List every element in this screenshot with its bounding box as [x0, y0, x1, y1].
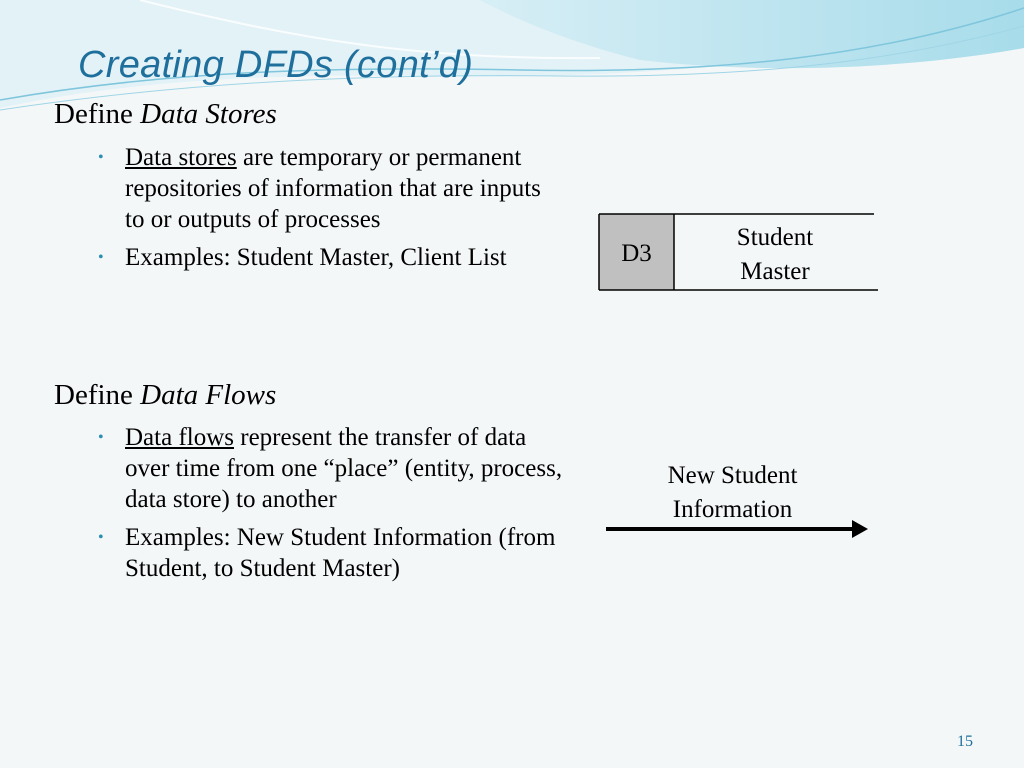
data-store-id: D3	[621, 240, 652, 267]
heading-emphasis: Data Stores	[140, 98, 277, 130]
data-store-name: Student Master	[680, 221, 870, 289]
data-store-name-line: Master	[740, 258, 810, 285]
data-flow-label: New Student Information	[620, 459, 845, 527]
bullet-list-data-stores: • Data stores are temporary or permanent …	[98, 142, 565, 280]
bullet-dot-icon: •	[98, 249, 104, 266]
page-number: 15	[957, 733, 973, 750]
data-store-id-box	[599, 214, 674, 290]
bullet-item: • Examples: New Student Information (from…	[98, 522, 565, 584]
bullet-term: Data stores	[125, 144, 237, 171]
bullet-item: • Data flows represent the transfer of da…	[98, 422, 565, 515]
bullet-dot-icon: •	[98, 149, 104, 166]
slide-title: Creating DFDs (cont’d)	[78, 44, 474, 86]
header-wave-decoration	[0, 0, 1024, 111]
bullet-text: Examples: Student Master, Client List	[125, 244, 507, 271]
heading-emphasis: Data Flows	[140, 379, 277, 411]
bullet-dot-icon: •	[98, 429, 104, 446]
bullet-term: Data flows	[125, 424, 234, 451]
bullet-text: represent the transfer of data over time…	[125, 424, 563, 513]
bullet-item: • Data stores are temporary or permanent …	[98, 142, 565, 235]
bullet-dot-icon: •	[98, 529, 104, 546]
data-flow-arrow-icon	[606, 520, 868, 538]
data-flow-label-line: Information	[672, 496, 793, 523]
heading-prefix: Define	[54, 379, 141, 411]
heading-prefix: Define	[54, 98, 141, 130]
section-heading-data-flows: Define Data Flows	[54, 379, 276, 412]
data-store-name-line: Student	[736, 224, 814, 251]
bullet-list-data-flows: • Data flows represent the transfer of da…	[98, 422, 565, 591]
bullet-text: Examples: New Student Information (from …	[125, 524, 556, 582]
bullet-text: are temporary or permanent repositories …	[125, 144, 541, 233]
data-store-symbol	[598, 213, 878, 291]
section-heading-data-stores: Define Data Stores	[54, 98, 277, 131]
bullet-item: • Examples: Student Master, Client List	[98, 242, 565, 273]
data-flow-label-line: New Student	[667, 462, 798, 489]
